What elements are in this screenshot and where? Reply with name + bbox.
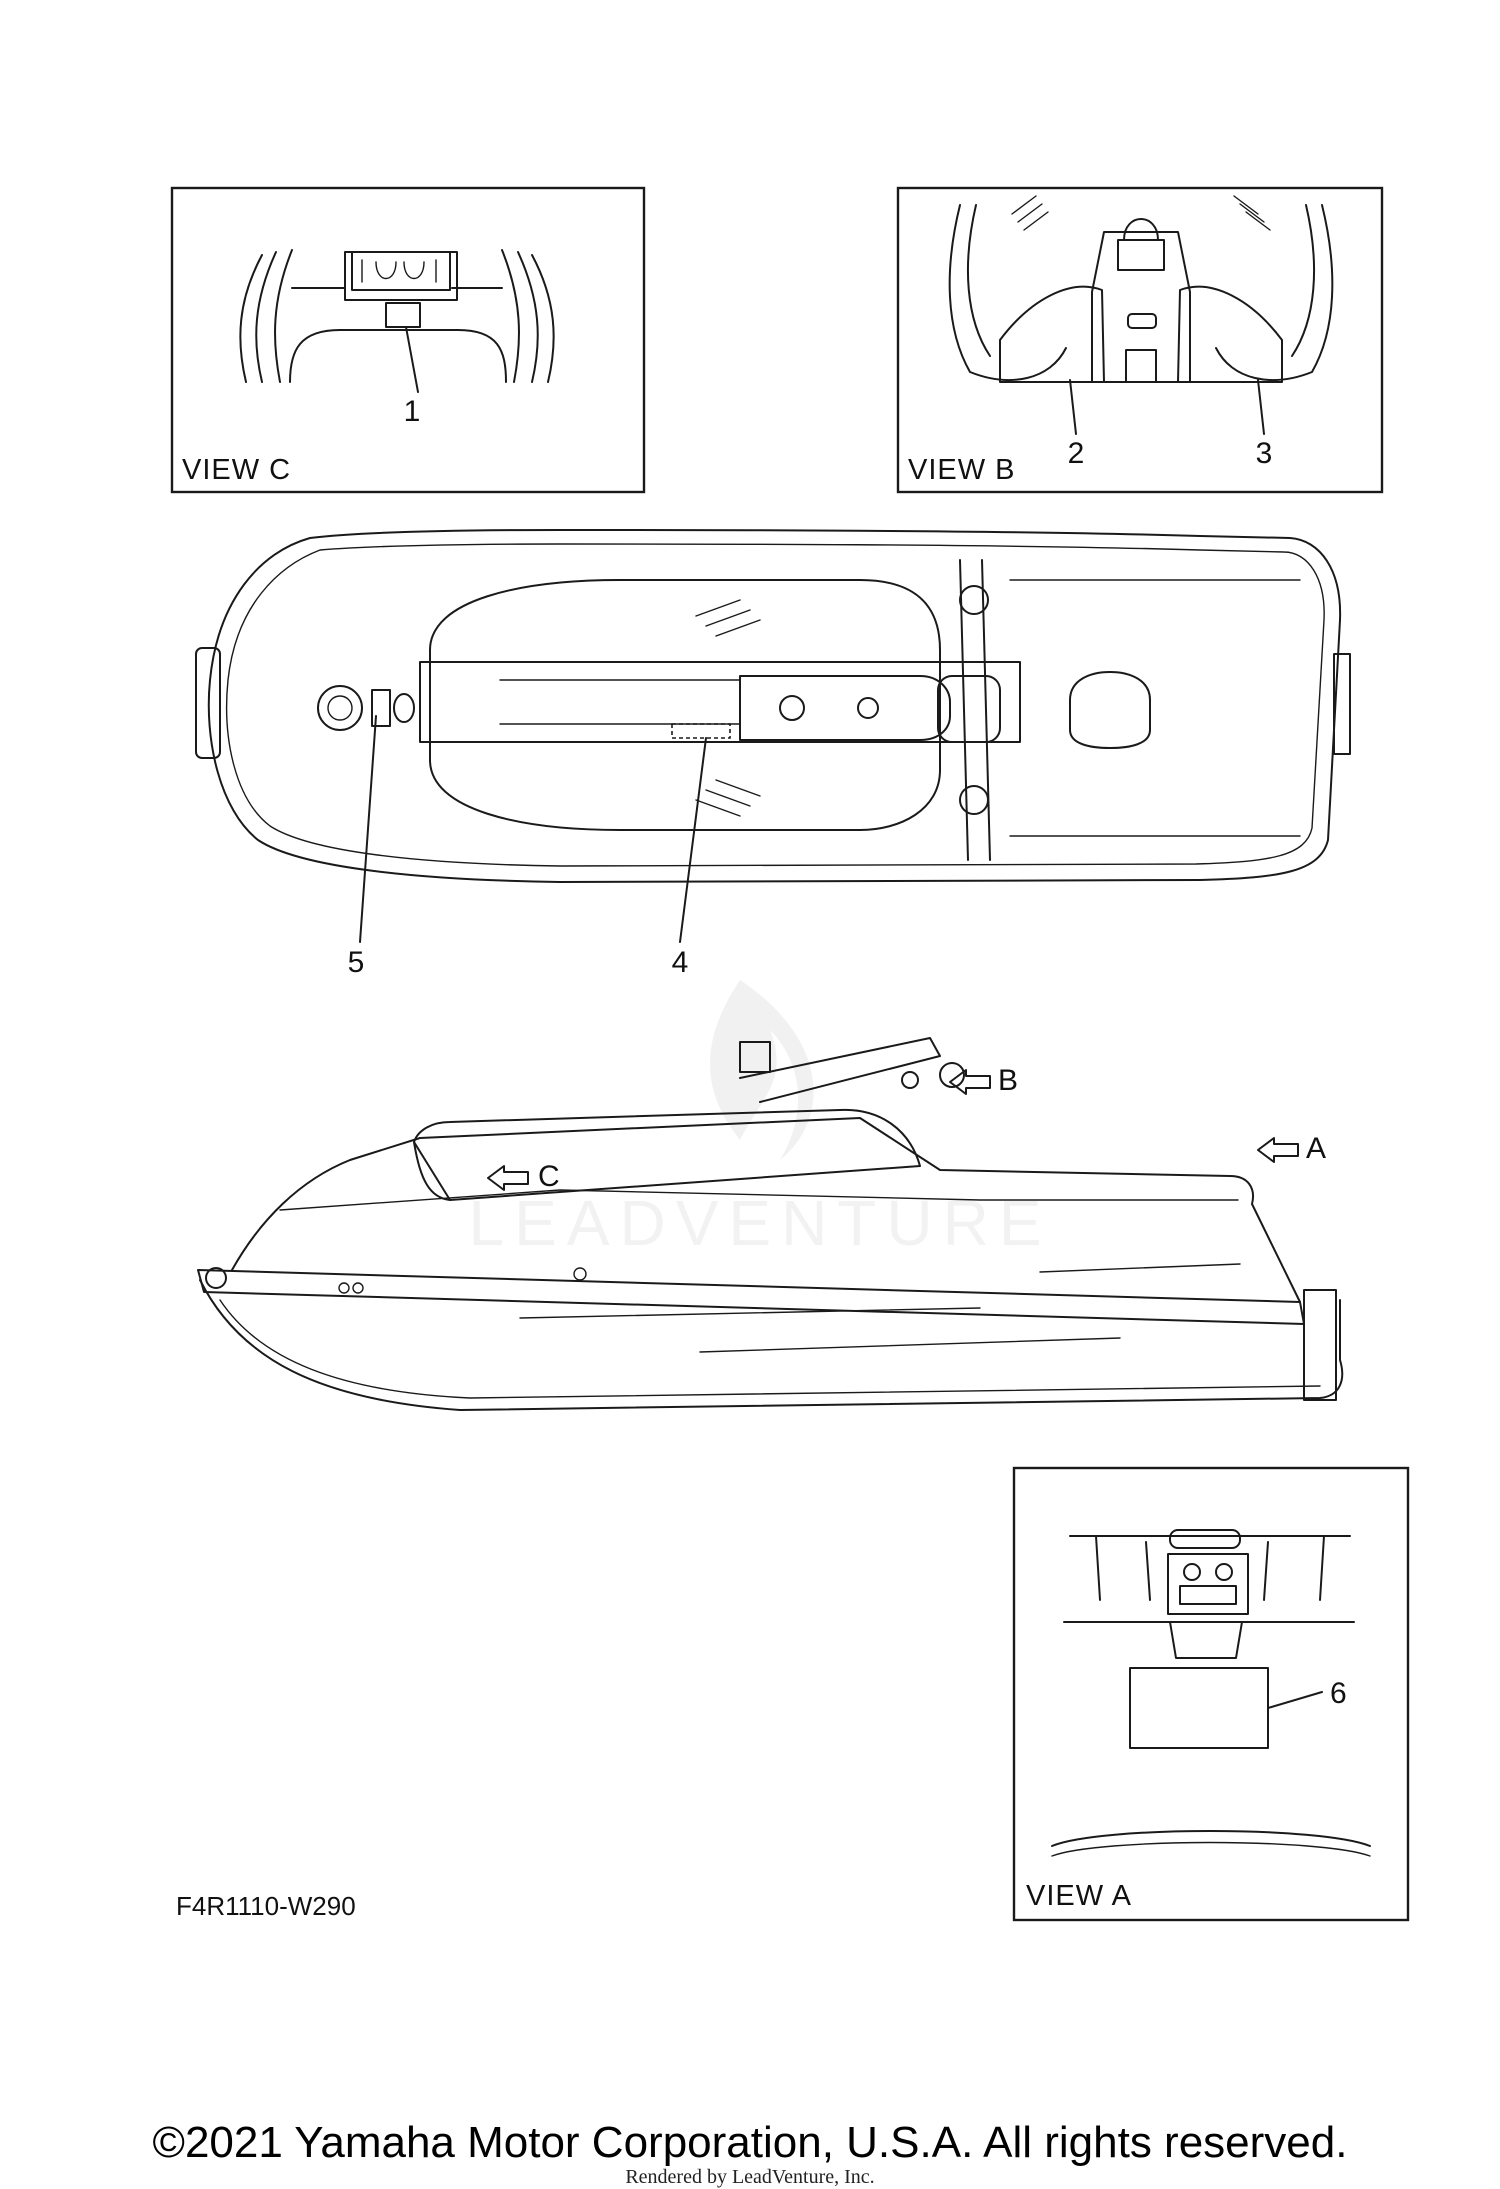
callout-6: 6 — [1330, 1677, 1347, 1710]
label-location-5 — [371, 689, 391, 727]
callout-5: 5 — [348, 946, 365, 979]
label-location-1 — [385, 302, 421, 328]
view-a-panel: 6 VIEW A — [1012, 1466, 1410, 1922]
callout-4: 4 — [672, 946, 689, 979]
view-b-label: VIEW B — [908, 454, 1016, 486]
view-a-frame — [1012, 1466, 1410, 1922]
direction-c: C — [538, 1160, 560, 1193]
view-b-panel: 2 3 VIEW B — [896, 186, 1384, 494]
watermark-text: LEADVENTURE — [469, 1187, 1052, 1259]
view-c-panel: 1 VIEW C — [170, 186, 646, 494]
callout-3: 3 — [1256, 437, 1273, 470]
arrow-c-icon — [487, 1165, 529, 1191]
callout-2: 2 — [1068, 437, 1085, 470]
figure-code: F4R1110-W290 — [176, 1891, 356, 1921]
copyright-notice: ©2021 Yamaha Motor Corporation, U.S.A. A… — [152, 2118, 1348, 2167]
arrow-b-icon — [949, 1069, 991, 1095]
side-view-watercraft: C B A — [197, 1037, 1344, 1411]
direction-a: A — [1306, 1132, 1326, 1165]
rendered-by-notice: Rendered by LeadVenture, Inc. — [625, 2166, 875, 2188]
callout-1: 1 — [404, 395, 421, 428]
top-view-watercraft: 5 4 — [195, 529, 1351, 979]
arrow-a-icon — [1257, 1137, 1299, 1163]
view-c-frame — [170, 186, 646, 494]
label-location-4 — [671, 723, 731, 739]
watermark-logo: LEADVENTURE — [469, 980, 1052, 1259]
direction-b: B — [998, 1064, 1018, 1097]
view-b-frame — [896, 186, 1384, 494]
view-c-label: VIEW C — [182, 454, 291, 486]
label-location-6 — [1129, 1667, 1269, 1749]
view-a-label: VIEW A — [1026, 1880, 1132, 1912]
